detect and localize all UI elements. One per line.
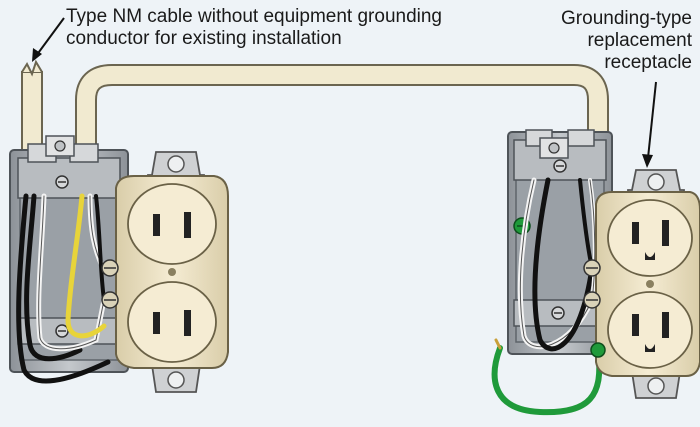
label-nm-cable-line1: Type NM cable without equipment groundin… [66, 6, 443, 27]
nm-cable-sheath [77, 66, 607, 165]
wires-right [491, 177, 603, 416]
label-nm-cable: Type NM cable without equipment groundin… [66, 6, 506, 50]
pointer-left-arrow [32, 17, 65, 62]
receptacle-left [101, 151, 229, 393]
pointer-right-arrow [642, 81, 657, 168]
wires-left [16, 193, 111, 384]
label-nm-cable-line2: conductor for existing installation [66, 28, 342, 49]
label-receptacle-line3: receptacle [604, 52, 692, 73]
label-receptacle-line2: replacement [587, 30, 692, 51]
label-replacement-receptacle: Grounding-type replacement receptacle [520, 8, 692, 74]
label-receptacle-line1: Grounding-type [561, 8, 692, 29]
receptacle-right [583, 169, 700, 399]
